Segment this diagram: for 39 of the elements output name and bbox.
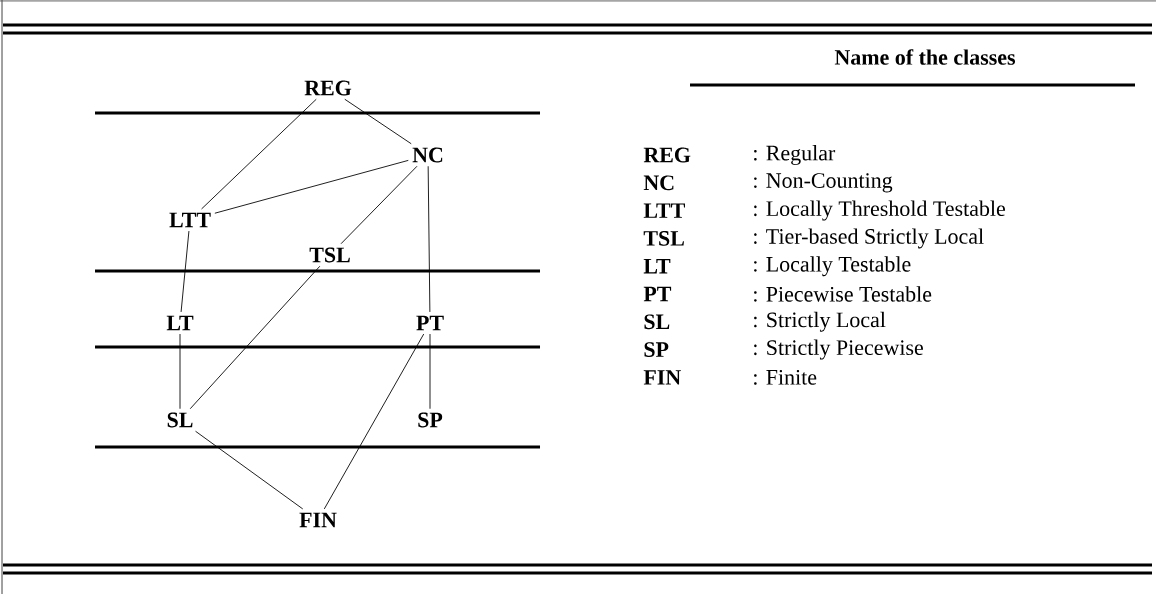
connector-line (344, 98, 412, 145)
connector-line (214, 159, 409, 214)
table-heading: Name of the classes (834, 49, 1016, 65)
class-name: : Finite (754, 369, 817, 385)
class-name: : Non-Counting (754, 173, 893, 193)
abbreviation: SL (644, 314, 670, 330)
abbreviation: TSL (643, 231, 684, 246)
connector-line (429, 333, 431, 410)
class-name: : Locally Threshold Testable (754, 200, 1006, 221)
connector-line (179, 333, 181, 410)
abbreviation: FIN (643, 370, 681, 385)
class-label: SP (418, 412, 443, 428)
abbreviation: LTT (643, 203, 685, 218)
class-label: LTT (169, 212, 211, 228)
class-name: : Regular (754, 145, 836, 165)
class-name: : Locally Testable (754, 256, 911, 277)
class-label: REG (304, 80, 352, 96)
class-name: : Strictly Local (754, 311, 886, 332)
connector-line (340, 165, 418, 245)
connector-line (180, 230, 190, 313)
class-label: NC (412, 147, 443, 163)
abbreviation: NC (643, 175, 674, 191)
connector-line (189, 265, 321, 410)
class-name: : Tier-based Strictly Local (754, 228, 984, 249)
connector-line (323, 333, 425, 510)
class-label: TSL (309, 247, 350, 263)
connector-line (195, 430, 304, 510)
class-label: SL (167, 412, 193, 428)
class-label: LT (166, 315, 194, 331)
abbreviation: REG (643, 147, 691, 163)
class-name: : Strictly Piecewise (754, 339, 923, 360)
abbreviation: PT (643, 286, 672, 302)
abbreviation: SP (644, 342, 669, 357)
class-label: FIN (299, 512, 337, 528)
abbreviation: LT (643, 259, 671, 274)
class-name: : Piecewise Testable (754, 286, 932, 302)
connector-line (201, 98, 317, 210)
class-label: PT (416, 315, 444, 331)
connector-line (427, 165, 431, 313)
